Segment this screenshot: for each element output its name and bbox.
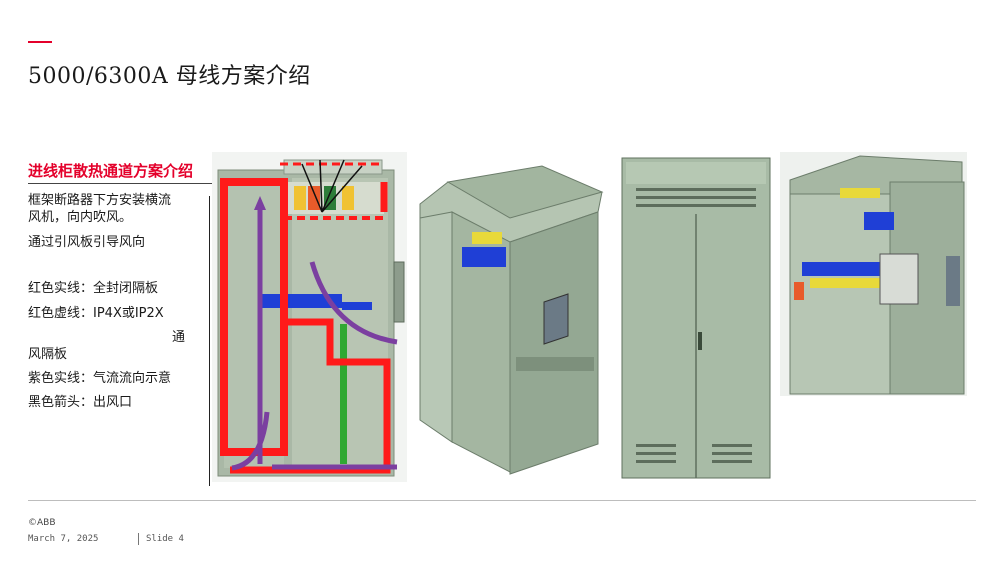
- footer-separator: [138, 533, 139, 545]
- footer-date: March 7, 2025: [28, 534, 99, 544]
- section-subheading: 进线柜散热通道方案介绍: [28, 162, 194, 180]
- airflow-section-image: [212, 152, 407, 482]
- desc-line-2: 风机，向内吹风。: [28, 210, 133, 225]
- legend-red-dashed-cont2: 风隔板: [28, 347, 68, 362]
- legend-purple-solid: 紫色实线：气流流向示意: [28, 371, 172, 386]
- footer-slide-number: Slide 4: [146, 534, 184, 544]
- footer-copyright: ©ABB: [28, 518, 56, 528]
- legend-red-dashed: 红色虚线：IP4X或IP2X: [28, 306, 164, 321]
- legend-red-dashed-cont: 通: [172, 330, 186, 345]
- footer-divider: [28, 500, 976, 501]
- legend-black-arrow: 黑色箭头：出风口: [28, 395, 133, 410]
- busbar-frame-image: [780, 152, 967, 396]
- cabinet-isometric-image: [412, 152, 609, 482]
- slide-title: 5000/6300A 母线方案介绍: [28, 64, 311, 89]
- subheading-divider: [28, 183, 212, 184]
- legend-red-solid: 红色实线：全封闭隔板: [28, 281, 159, 296]
- desc-line-3: 通过引风板引导风向: [28, 235, 146, 250]
- desc-line-1: 框架断路器下方安装横流: [28, 193, 172, 208]
- cabinet-front-image: [612, 152, 775, 482]
- accent-line: [28, 41, 52, 43]
- vertical-rule: [209, 196, 210, 486]
